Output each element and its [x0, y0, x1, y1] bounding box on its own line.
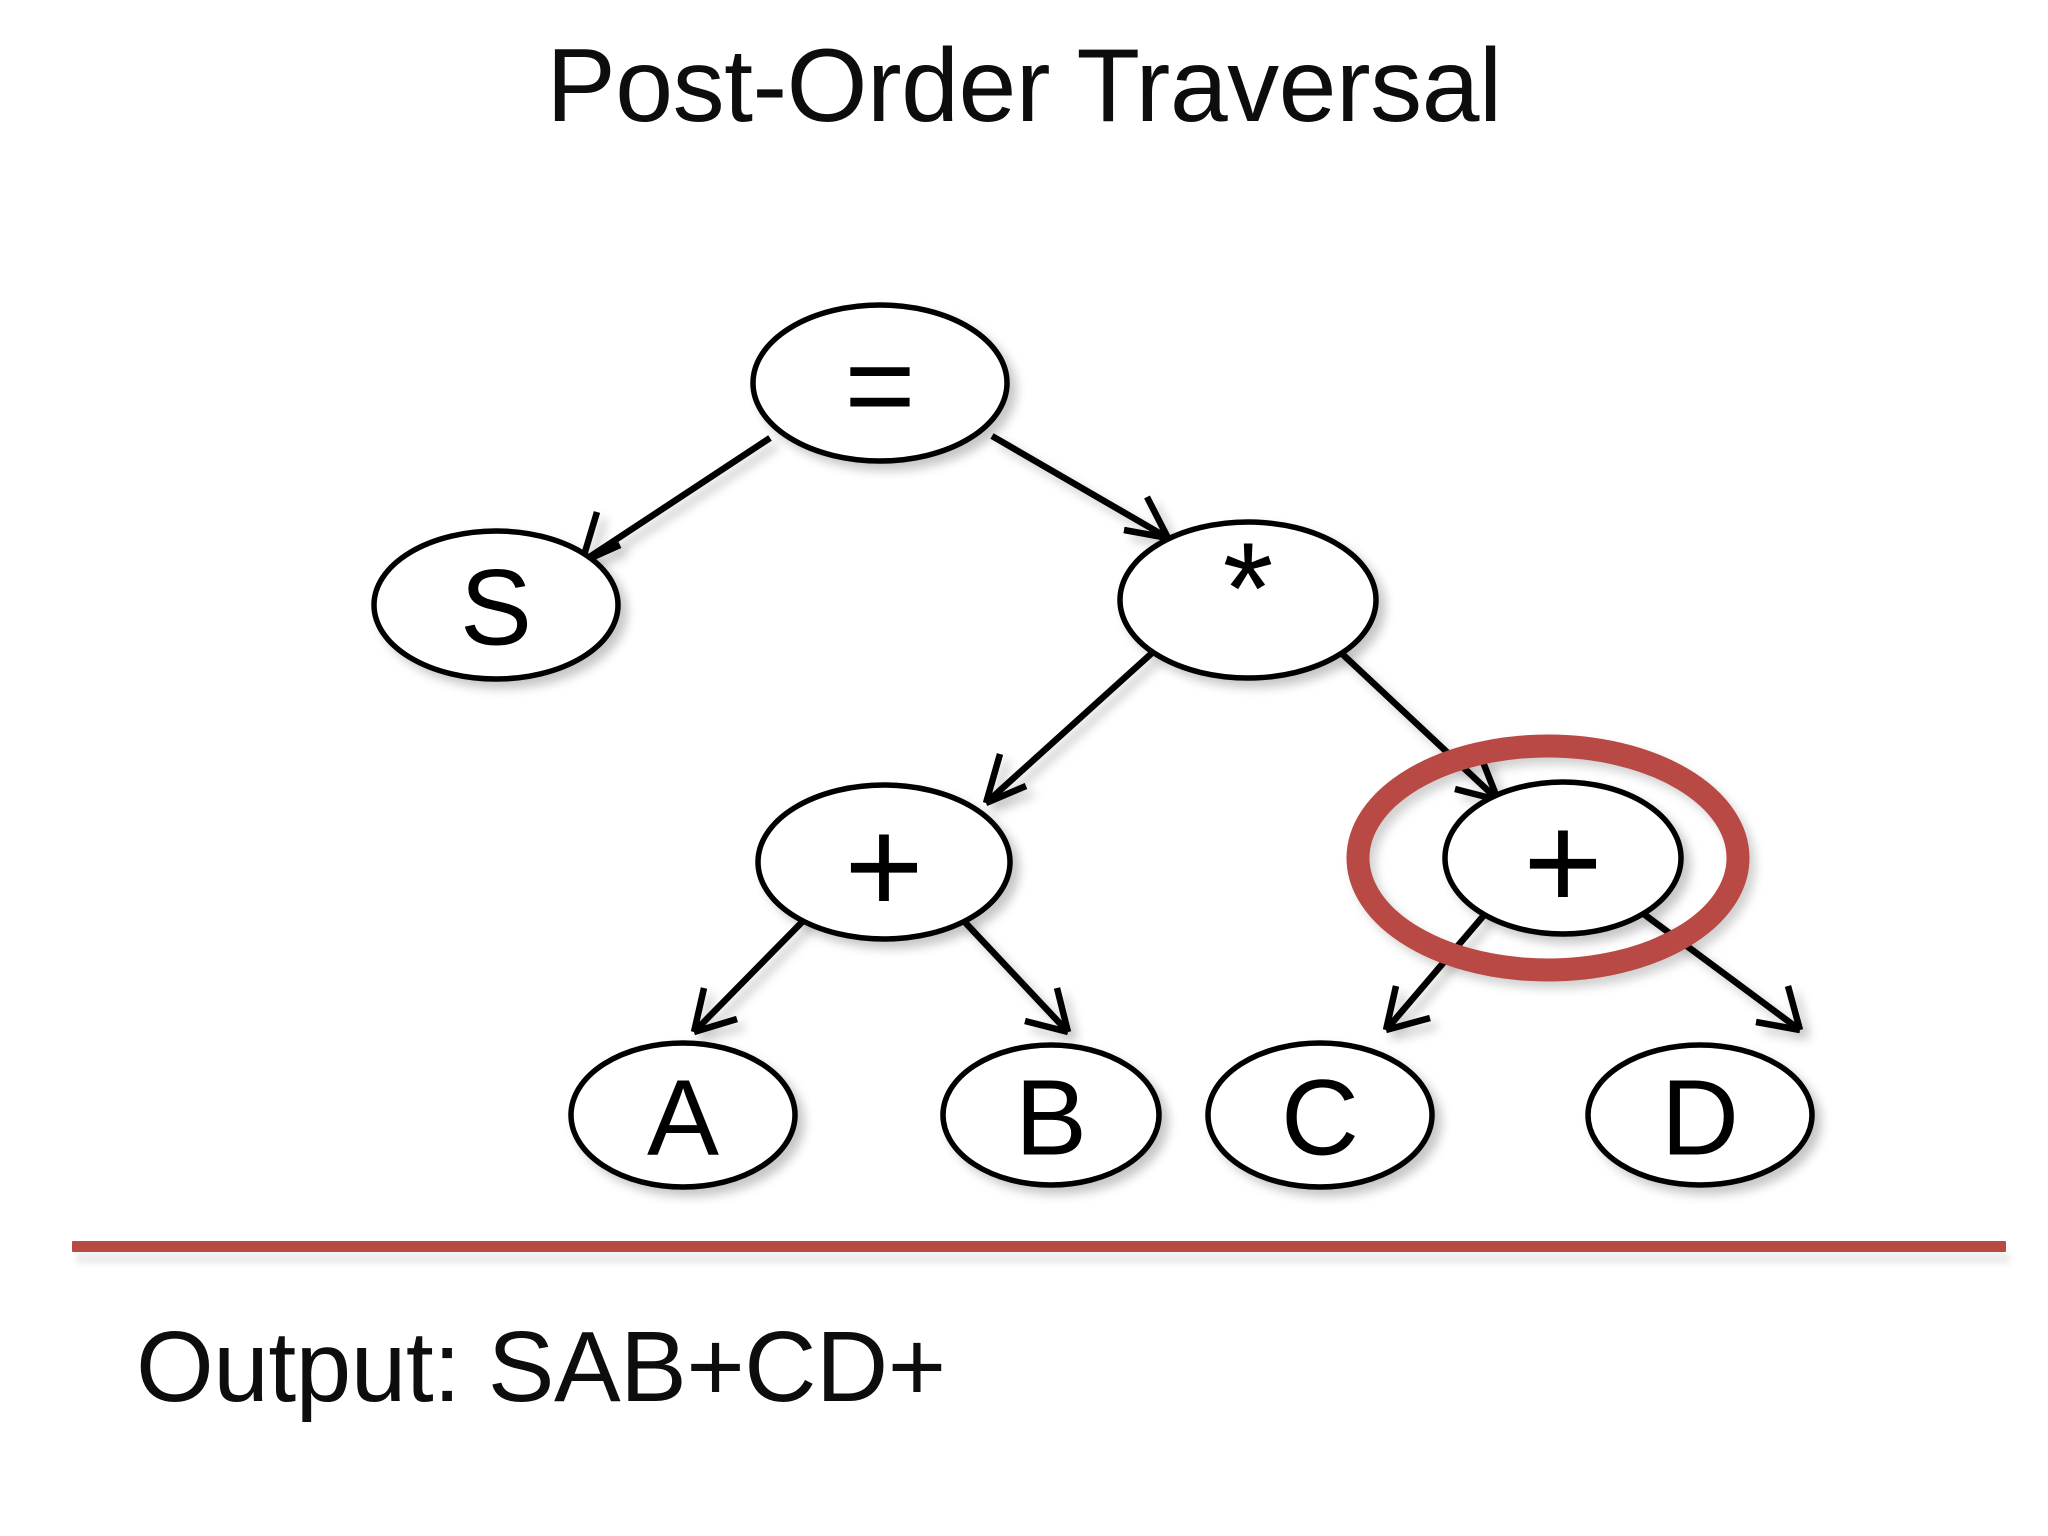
tree-node-s[interactable]: S: [371, 528, 621, 682]
tree-node-label-plus-left: +: [844, 790, 923, 942]
tree-node-label-root: =: [844, 317, 915, 453]
horizontal-divider: [72, 1241, 2006, 1252]
page-title: Post-Order Traversal: [546, 28, 1502, 144]
edge-root-to-mul: [990, 433, 1171, 542]
edge-root-to-s: [578, 435, 772, 565]
edge-plus-right-to-d: [1639, 909, 1804, 1034]
highlight-ring-plus-right: [1346, 734, 1750, 982]
tree-node-label-plus-right: +: [1523, 786, 1602, 938]
tree-node-b[interactable]: B: [940, 1042, 1162, 1188]
tree-node-a[interactable]: A: [568, 1040, 798, 1190]
tree-node-label-a: A: [647, 1057, 719, 1178]
tree-node-mul[interactable]: *: [1117, 515, 1379, 681]
tree-node-label-mul: *: [1223, 515, 1274, 661]
edge-plus-left-to-b: [958, 915, 1072, 1036]
tree-node-label-c: C: [1281, 1057, 1359, 1178]
edge-mul-to-plus-left: [982, 650, 1155, 806]
tree-node-label-d: D: [1661, 1057, 1739, 1178]
tree-node-plus-left[interactable]: +: [755, 782, 1013, 942]
tree-node-c[interactable]: C: [1205, 1040, 1435, 1190]
tree-node-plus-right[interactable]: +: [1442, 779, 1684, 938]
tree-node-root[interactable]: =: [750, 302, 1010, 464]
tree-node-label-b: B: [1015, 1057, 1087, 1178]
divider-shadow: [76, 1252, 2010, 1264]
tree-node-label-s: S: [460, 547, 532, 668]
tree-node-d[interactable]: D: [1585, 1042, 1815, 1188]
edge-plus-left-to-a: [690, 915, 809, 1036]
edge-plus-right-to-c: [1382, 911, 1488, 1034]
output-text: Output: SAB+CD+: [136, 1311, 946, 1423]
